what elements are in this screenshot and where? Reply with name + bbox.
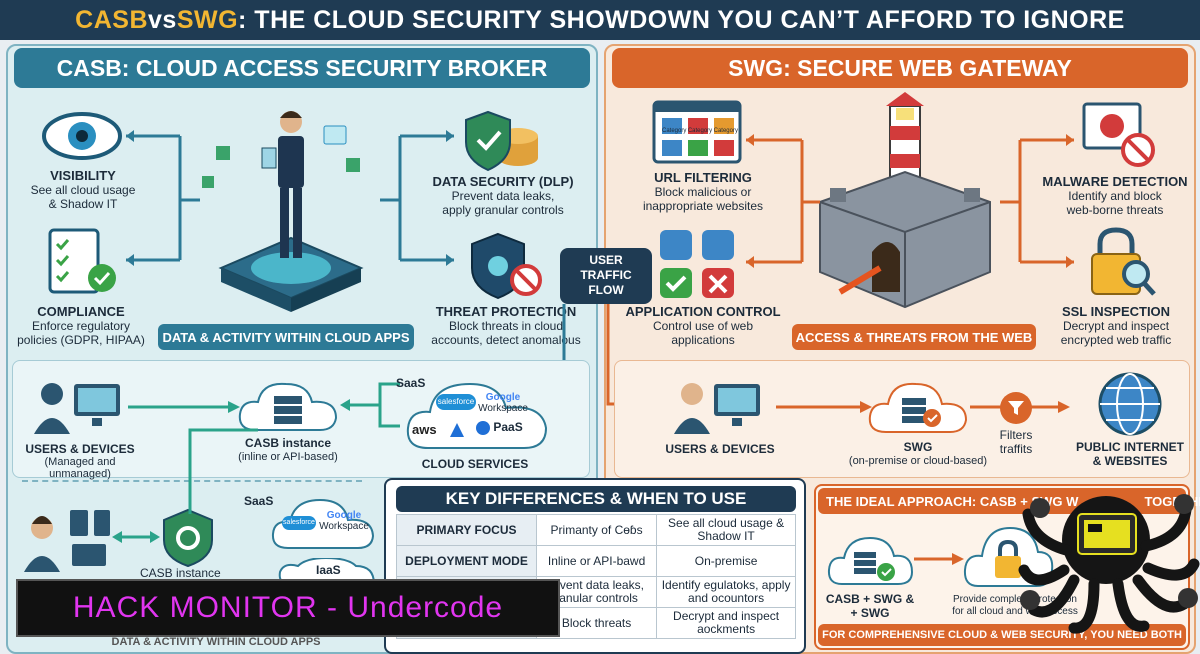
shield-check-icon	[460, 108, 542, 174]
swg-header: SWG: SECURE WEB GATEWAY	[612, 48, 1188, 88]
saas-label: SaaS	[396, 376, 426, 390]
mobile-user-icon	[20, 504, 120, 574]
casb-instance-label: CASB instance (inline or API-based)	[238, 436, 338, 463]
url-filtering-feature: URL FILTERING Block malicious or inappro…	[642, 170, 764, 213]
paas-label: PaaS	[476, 420, 523, 435]
globe-icon	[1092, 370, 1168, 438]
swg-flow-arrow-1	[776, 401, 872, 413]
octopus-hacker-logo	[1014, 480, 1200, 634]
url-filter-browser-icon	[652, 100, 742, 164]
swg-user-computer-icon	[670, 374, 766, 438]
casb-flow-arrow-1	[128, 401, 240, 413]
casb-divider	[22, 480, 362, 482]
cloud-services-label: CLOUD SERVICES	[421, 457, 529, 471]
iaas-cloud	[276, 558, 376, 584]
casb-flow-bracket	[340, 382, 400, 428]
castle-lighthouse-illustration	[800, 92, 1010, 312]
eye-icon	[40, 108, 124, 164]
casb-center-label: DATA & ACTIVITY WITHIN CLOUD APPS	[158, 324, 414, 350]
casb-users-devices: USERS & DEVICES (Managed and unmanaged)	[25, 442, 135, 480]
hack-monitor-watermark: HACK MONITOR - Undercode	[16, 579, 560, 637]
page-title: CASB vs SWG: THE CLOUD SECURITY SHOWDOWN…	[0, 0, 1200, 40]
salesforce-logo-2: salesforce	[282, 516, 316, 530]
casb-flow2-arrow	[112, 531, 160, 543]
cloud-chip-illustration	[196, 98, 386, 328]
key-differences-header: KEY DIFFERENCES & WHEN TO USE	[396, 486, 796, 512]
casb-swg-cloud-icon	[826, 532, 914, 588]
casb-header: CASB: CLOUD ACCESS SECURITY BROKER	[14, 48, 590, 88]
azure-icon	[448, 422, 466, 438]
aws-logo: aws	[412, 422, 437, 437]
filter-funnel-icon	[1000, 392, 1032, 424]
checklist-icon	[44, 226, 120, 296]
saas-cloud-2	[270, 494, 376, 552]
cloud-services-cloud	[404, 374, 550, 454]
malware-bug-icon	[1082, 102, 1158, 168]
ideal-protection-text: Provide complete protection for all clou…	[952, 594, 1078, 617]
google-workspace-logo: Google Workspace	[478, 392, 528, 414]
threat-shield-icon	[462, 230, 546, 302]
threat-feature: THREAT PROTECTION Block threats in cloud…	[431, 304, 581, 347]
ideal-arrow	[914, 553, 964, 565]
swg-cloud-icon	[866, 378, 970, 436]
saas-label-2: SaaS	[244, 494, 274, 508]
visibility-feature: VISIBILITY See all cloud usage & Shadow …	[30, 168, 136, 211]
lock-magnifier-icon	[1084, 226, 1156, 298]
public-internet-label: PUBLIC INTERNET & WEBSITES	[1076, 440, 1184, 468]
swg-users-devices: USERS & DEVICES	[665, 442, 775, 456]
iaas-label: IaaS	[316, 563, 341, 577]
casb-feature-arrows	[126, 130, 454, 266]
ideal-approach-footer: FOR COMPREHENSIVE CLOUD & WEB SECURITY, …	[818, 624, 1186, 646]
user-traffic-flow-badge: USER TRAFFIC FLOW	[560, 248, 652, 304]
casb-swg-combo-label: CASB + SWG & + SWG	[825, 592, 915, 620]
casb-bottom-label: DATA & ACTIVITY WITHIN CLOUD APPS	[111, 636, 321, 648]
filters-traffic-label: Filters traffits	[999, 428, 1033, 456]
swg-instance-label: SWG (on-premise or cloud-based)	[848, 440, 988, 467]
compliance-feature: COMPLIANCE Enforce regulatory policies (…	[17, 304, 145, 347]
app-control-feature: APPLICATION CONTROL Control use of web a…	[625, 304, 781, 347]
swg-center-label: ACCESS & THREATS FROM THE WEB	[792, 324, 1036, 350]
salesforce-logo: salesforce	[436, 394, 476, 410]
dlp-feature: DATA SECURITY (DLP) Prevent data leaks, …	[432, 174, 574, 217]
gear-shield-icon	[160, 508, 216, 568]
casb-flow2-connector	[188, 428, 258, 514]
google-workspace-logo-2: Google Workspace	[319, 510, 369, 532]
casb-instance-2-label: CASB instance	[140, 566, 221, 580]
user-computer-icon	[30, 374, 126, 438]
swg-feature-arrows	[746, 134, 1074, 268]
ssl-feature: SSL INSPECTION Decrypt and inspect encry…	[1060, 304, 1172, 347]
malware-feature: MALWARE DETECTION Identify and block web…	[1042, 174, 1188, 217]
casb-instance-cloud-icon	[236, 378, 340, 434]
app-control-icon	[656, 228, 740, 302]
